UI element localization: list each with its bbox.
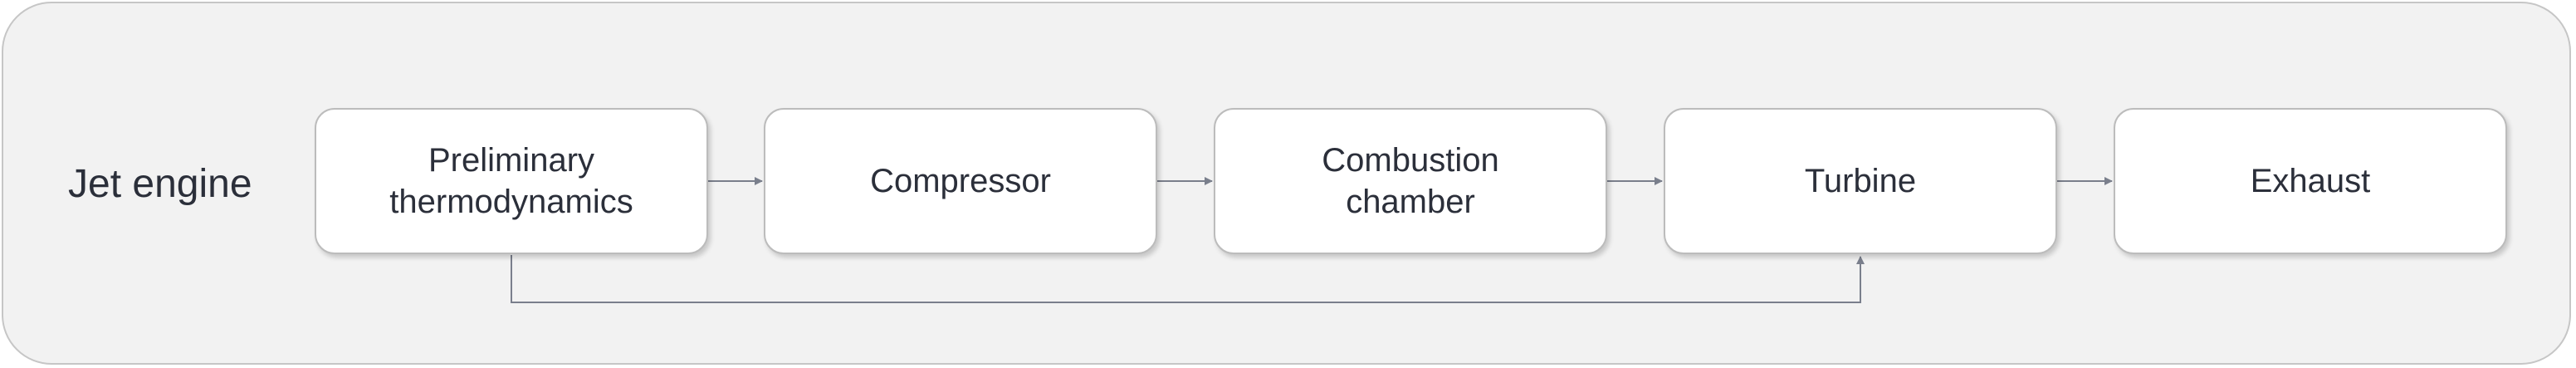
node-turbine[interactable]: Turbine [1664, 108, 2057, 254]
node-label: Preliminary thermodynamics [389, 142, 633, 220]
node-label: Compressor [870, 163, 1051, 199]
node-combustion-chamber[interactable]: Combustion chamber [1214, 108, 1607, 254]
node-preliminary-thermodynamics[interactable]: Preliminary thermodynamics [315, 108, 708, 254]
section-label: Jet engine [68, 162, 252, 206]
node-exhaust[interactable]: Exhaust [2114, 108, 2507, 254]
node-label: Exhaust [2250, 163, 2371, 199]
edge-preliminary-to-turbine [511, 255, 1865, 303]
node-label: Combustion chamber [1322, 142, 1499, 220]
node-compressor[interactable]: Compressor [764, 108, 1157, 254]
node-label: Turbine [1804, 163, 1917, 199]
